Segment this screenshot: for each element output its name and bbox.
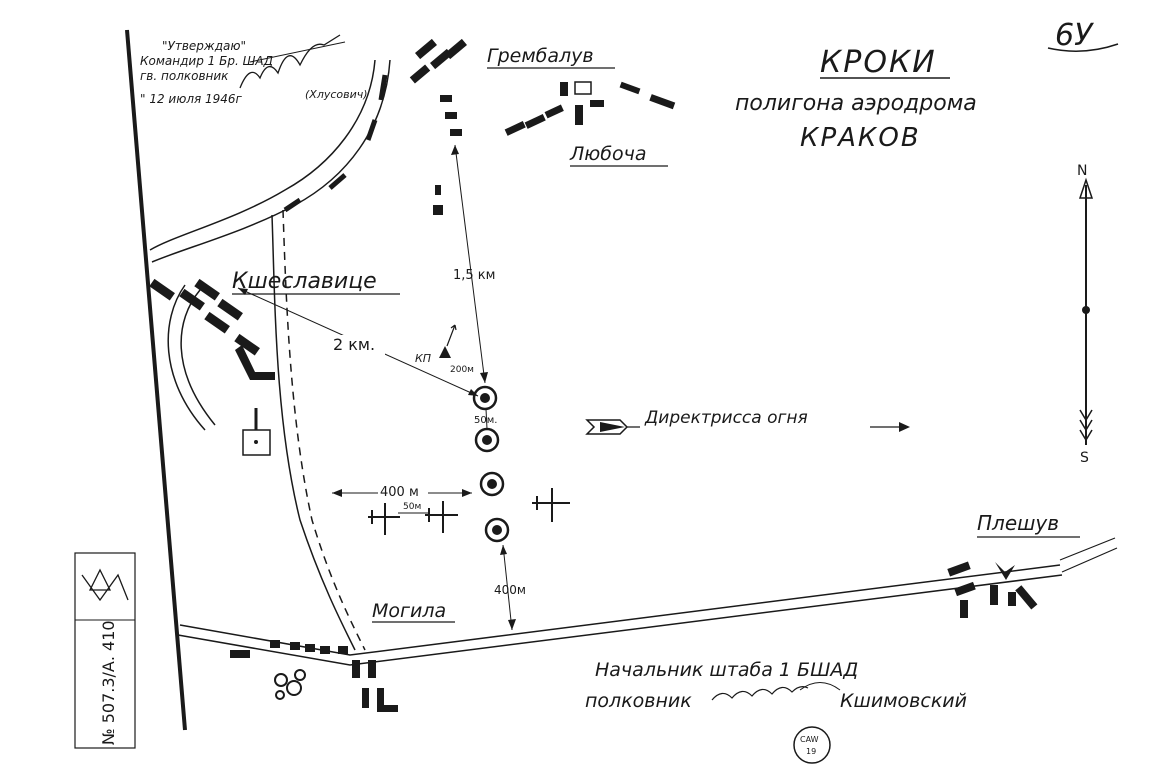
distance-1-5km: 1,5 км	[451, 144, 495, 384]
svg-text:гв. полковник: гв. полковник	[140, 69, 229, 83]
svg-text:" 12 июля 1946г: " 12 июля 1946г	[140, 92, 243, 106]
place-lyubocha: Любоча	[569, 143, 647, 165]
signature-rank: полковник	[585, 690, 692, 712]
distance-400m-vertical: 400м	[494, 544, 526, 631]
road-south	[177, 537, 1118, 666]
map-city: КРАКОВ	[800, 123, 921, 153]
church-symbol	[242, 408, 271, 456]
aircraft-2	[425, 501, 458, 533]
svg-text:(Хлусович): (Хлусович)	[305, 88, 368, 101]
signature-scribble	[711, 686, 809, 701]
map-title: КРОКИ	[820, 45, 937, 80]
label-1-5km: 1,5 км	[453, 268, 495, 283]
signature-name: Кшимовский	[840, 690, 967, 712]
target-3	[479, 471, 505, 497]
target-1	[472, 385, 498, 411]
targets: 50м.	[472, 385, 510, 543]
kshslavitse-village	[149, 278, 275, 380]
label-200m: 200м	[450, 365, 474, 375]
compass-south: S	[1080, 450, 1089, 466]
grembaluv-village	[409, 38, 467, 215]
label-2km: 2 км.	[333, 335, 375, 354]
road-to-mogila	[271, 209, 366, 651]
command-post: КП 200м	[415, 324, 474, 375]
label-400m-v: 400м	[494, 583, 526, 597]
page-number: 6У	[1055, 18, 1094, 53]
place-pleshuv: Плешув	[977, 511, 1059, 535]
target-4	[484, 517, 510, 543]
place-grembaluv: Гремба­лув	[487, 45, 594, 67]
approval-block: "Утверждаю" Командир 1 Бр. ШАД гв. полко…	[140, 34, 368, 106]
map-subtitle: полигона аэродрома	[735, 91, 977, 116]
signature-title: Начальник штаба 1 БШАД	[595, 659, 858, 681]
place-kshslavitse: Кшеславице	[232, 269, 377, 294]
distance-400m-horizontal: 400 м	[332, 483, 472, 500]
archive-number: № 507.3/А. 410	[99, 620, 118, 745]
road-north	[149, 59, 391, 263]
label-50m-planes: 50м	[403, 502, 421, 512]
mogila-village	[270, 640, 398, 712]
svg-text:CAW: CAW	[800, 735, 819, 744]
signature-block: Начальник штаба 1 БШАД полковник Кшимовс…	[585, 659, 967, 712]
round-stamp: CAW 19	[793, 726, 831, 764]
archive-stamp: № 507.3/А. 410	[74, 552, 136, 749]
aircraft-targets	[368, 488, 570, 535]
aircraft-3	[532, 488, 570, 522]
left-edge-road	[125, 29, 187, 731]
label-50m: 50м.	[474, 415, 497, 426]
mogila-ponds	[274, 669, 306, 700]
command-post-label: КП	[415, 352, 431, 365]
compass: N S	[1077, 163, 1094, 466]
compass-north: N	[1077, 163, 1087, 179]
distance-2km: 2 км.	[237, 287, 479, 397]
approval-signature-scribble	[239, 34, 341, 89]
svg-text:Командир 1 Бр. ШАД: Командир 1 Бр. ШАД	[140, 54, 273, 68]
pleshuv-village	[947, 561, 1038, 618]
svg-text:19: 19	[806, 747, 816, 756]
aircraft-1	[368, 503, 400, 535]
fire-direction-label: Директрисса огня	[644, 408, 808, 428]
label-400m-h: 400 м	[380, 485, 419, 500]
fire-direction: Директрисса огня	[585, 408, 910, 435]
svg-text:"Утверждаю": "Утверждаю"	[162, 39, 246, 53]
lyubocha-village	[504, 81, 676, 136]
place-mogila: Могила	[372, 600, 446, 622]
